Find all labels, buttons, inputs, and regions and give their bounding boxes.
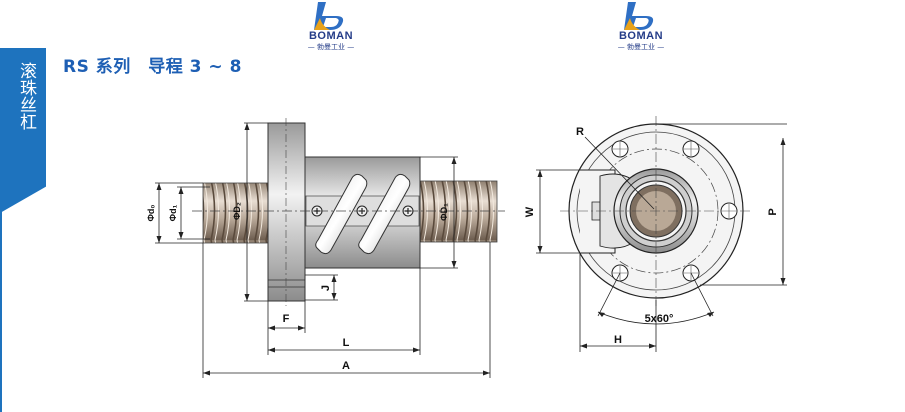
dim-label-F: F: [283, 313, 290, 325]
page-title: RS 系列 导程 3 ∼ 8: [63, 57, 242, 77]
dim-label-W: W: [524, 206, 536, 217]
return-tube: [315, 173, 368, 255]
left-border-line: [0, 210, 2, 412]
dim-label-d0: Φd₀: [146, 205, 156, 222]
dim-label-A: A: [342, 360, 350, 372]
nut-flange: [267, 122, 306, 302]
bolt-hole-icon: [682, 140, 700, 158]
dim-label-d1: Φd₁: [168, 204, 178, 221]
dim-label-H: H: [614, 334, 622, 346]
front-dimension-arrows: [537, 138, 786, 349]
logo-mark-icon: [624, 2, 654, 30]
dim-label-R: R: [576, 126, 584, 138]
logo-subtitle: — 勃曼工业 —: [307, 43, 355, 51]
dimension-arrows: [156, 123, 490, 376]
nut-side-view: [192, 118, 505, 306]
logo-wordmark: BOMAN: [618, 30, 664, 42]
screw-thread-left: [202, 182, 269, 244]
brand-logo: BOMAN — 勃曼工业 —: [606, 0, 676, 51]
bolt-hole-icon: [611, 140, 629, 158]
sidebar-category-tab: 滚珠丝杠: [0, 48, 46, 213]
logo-wordmark: BOMAN: [308, 30, 354, 42]
return-tube: [358, 173, 411, 255]
dim-label-bolt-pattern: 5x60°: [645, 313, 674, 325]
sidebar-category-label: 滚珠丝杠: [16, 62, 36, 130]
screw-thread-right: [419, 180, 498, 243]
dim-label-D2: ΦD₂: [232, 202, 242, 220]
dim-label-P: P: [767, 208, 779, 215]
front-dimension-lines: [536, 123, 787, 352]
logo-subtitle: — 勃曼工业 —: [617, 43, 665, 51]
dim-label-D1: ΦD₁: [439, 203, 449, 221]
brand-logo: BOMAN — 勃曼工业 —: [296, 0, 366, 51]
bolt-hole-icon: [720, 202, 738, 220]
nut-front-view: [560, 116, 752, 306]
side-dimension-lines: [155, 122, 491, 378]
dim-label-L: L: [343, 337, 350, 349]
logo-mark-icon: [314, 2, 344, 30]
dim-label-J: J: [320, 285, 332, 291]
